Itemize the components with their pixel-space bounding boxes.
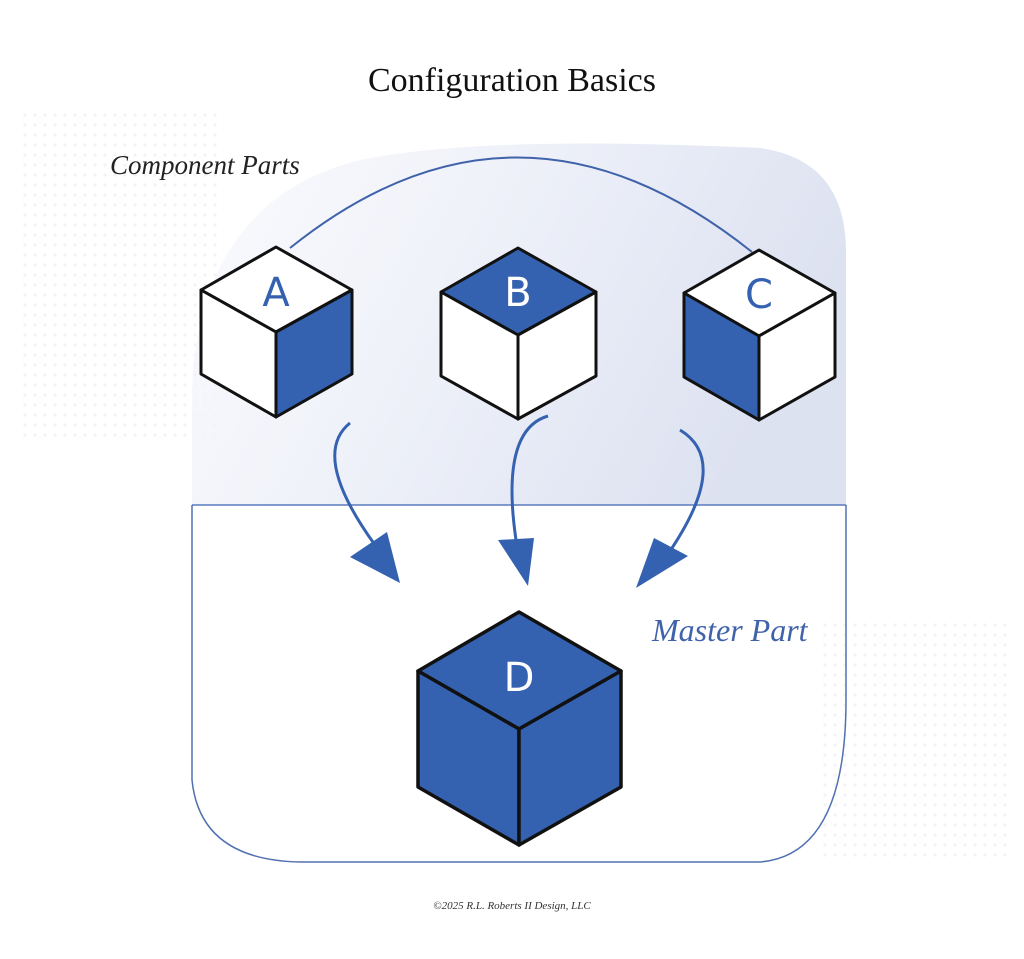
- cube-b-right: [516, 290, 598, 421]
- halftone-left: [20, 110, 220, 440]
- cube-a-right: [274, 288, 354, 419]
- arrow-c-to-d: [636, 428, 705, 588]
- connector-arc: [289, 156, 753, 253]
- diagram-title: Configuration Basics: [367, 62, 657, 99]
- master-enclosure: [191, 505, 847, 863]
- arrow-a-to-d: [333, 421, 400, 583]
- component-parts-label: Component Parts: [110, 150, 300, 180]
- master-part-label: Master Part: [652, 612, 808, 648]
- cube-b: [439, 246, 598, 421]
- cube-a-letter: A: [262, 270, 290, 316]
- cube-c-letter: C: [745, 272, 773, 318]
- arrow-b-to-d: [498, 414, 549, 586]
- cube-c-right: [757, 291, 837, 422]
- cube-b-letter: B: [504, 270, 531, 316]
- cube-a: [199, 245, 354, 419]
- cube-d-letter: D: [504, 655, 535, 701]
- halftone-right: [820, 620, 1010, 860]
- copyright-notice: ©2025 R.L. Roberts II Design, LLC: [433, 900, 591, 912]
- cube-d: [416, 610, 623, 847]
- cube-c: [682, 248, 837, 422]
- cube-d-right: [517, 669, 623, 847]
